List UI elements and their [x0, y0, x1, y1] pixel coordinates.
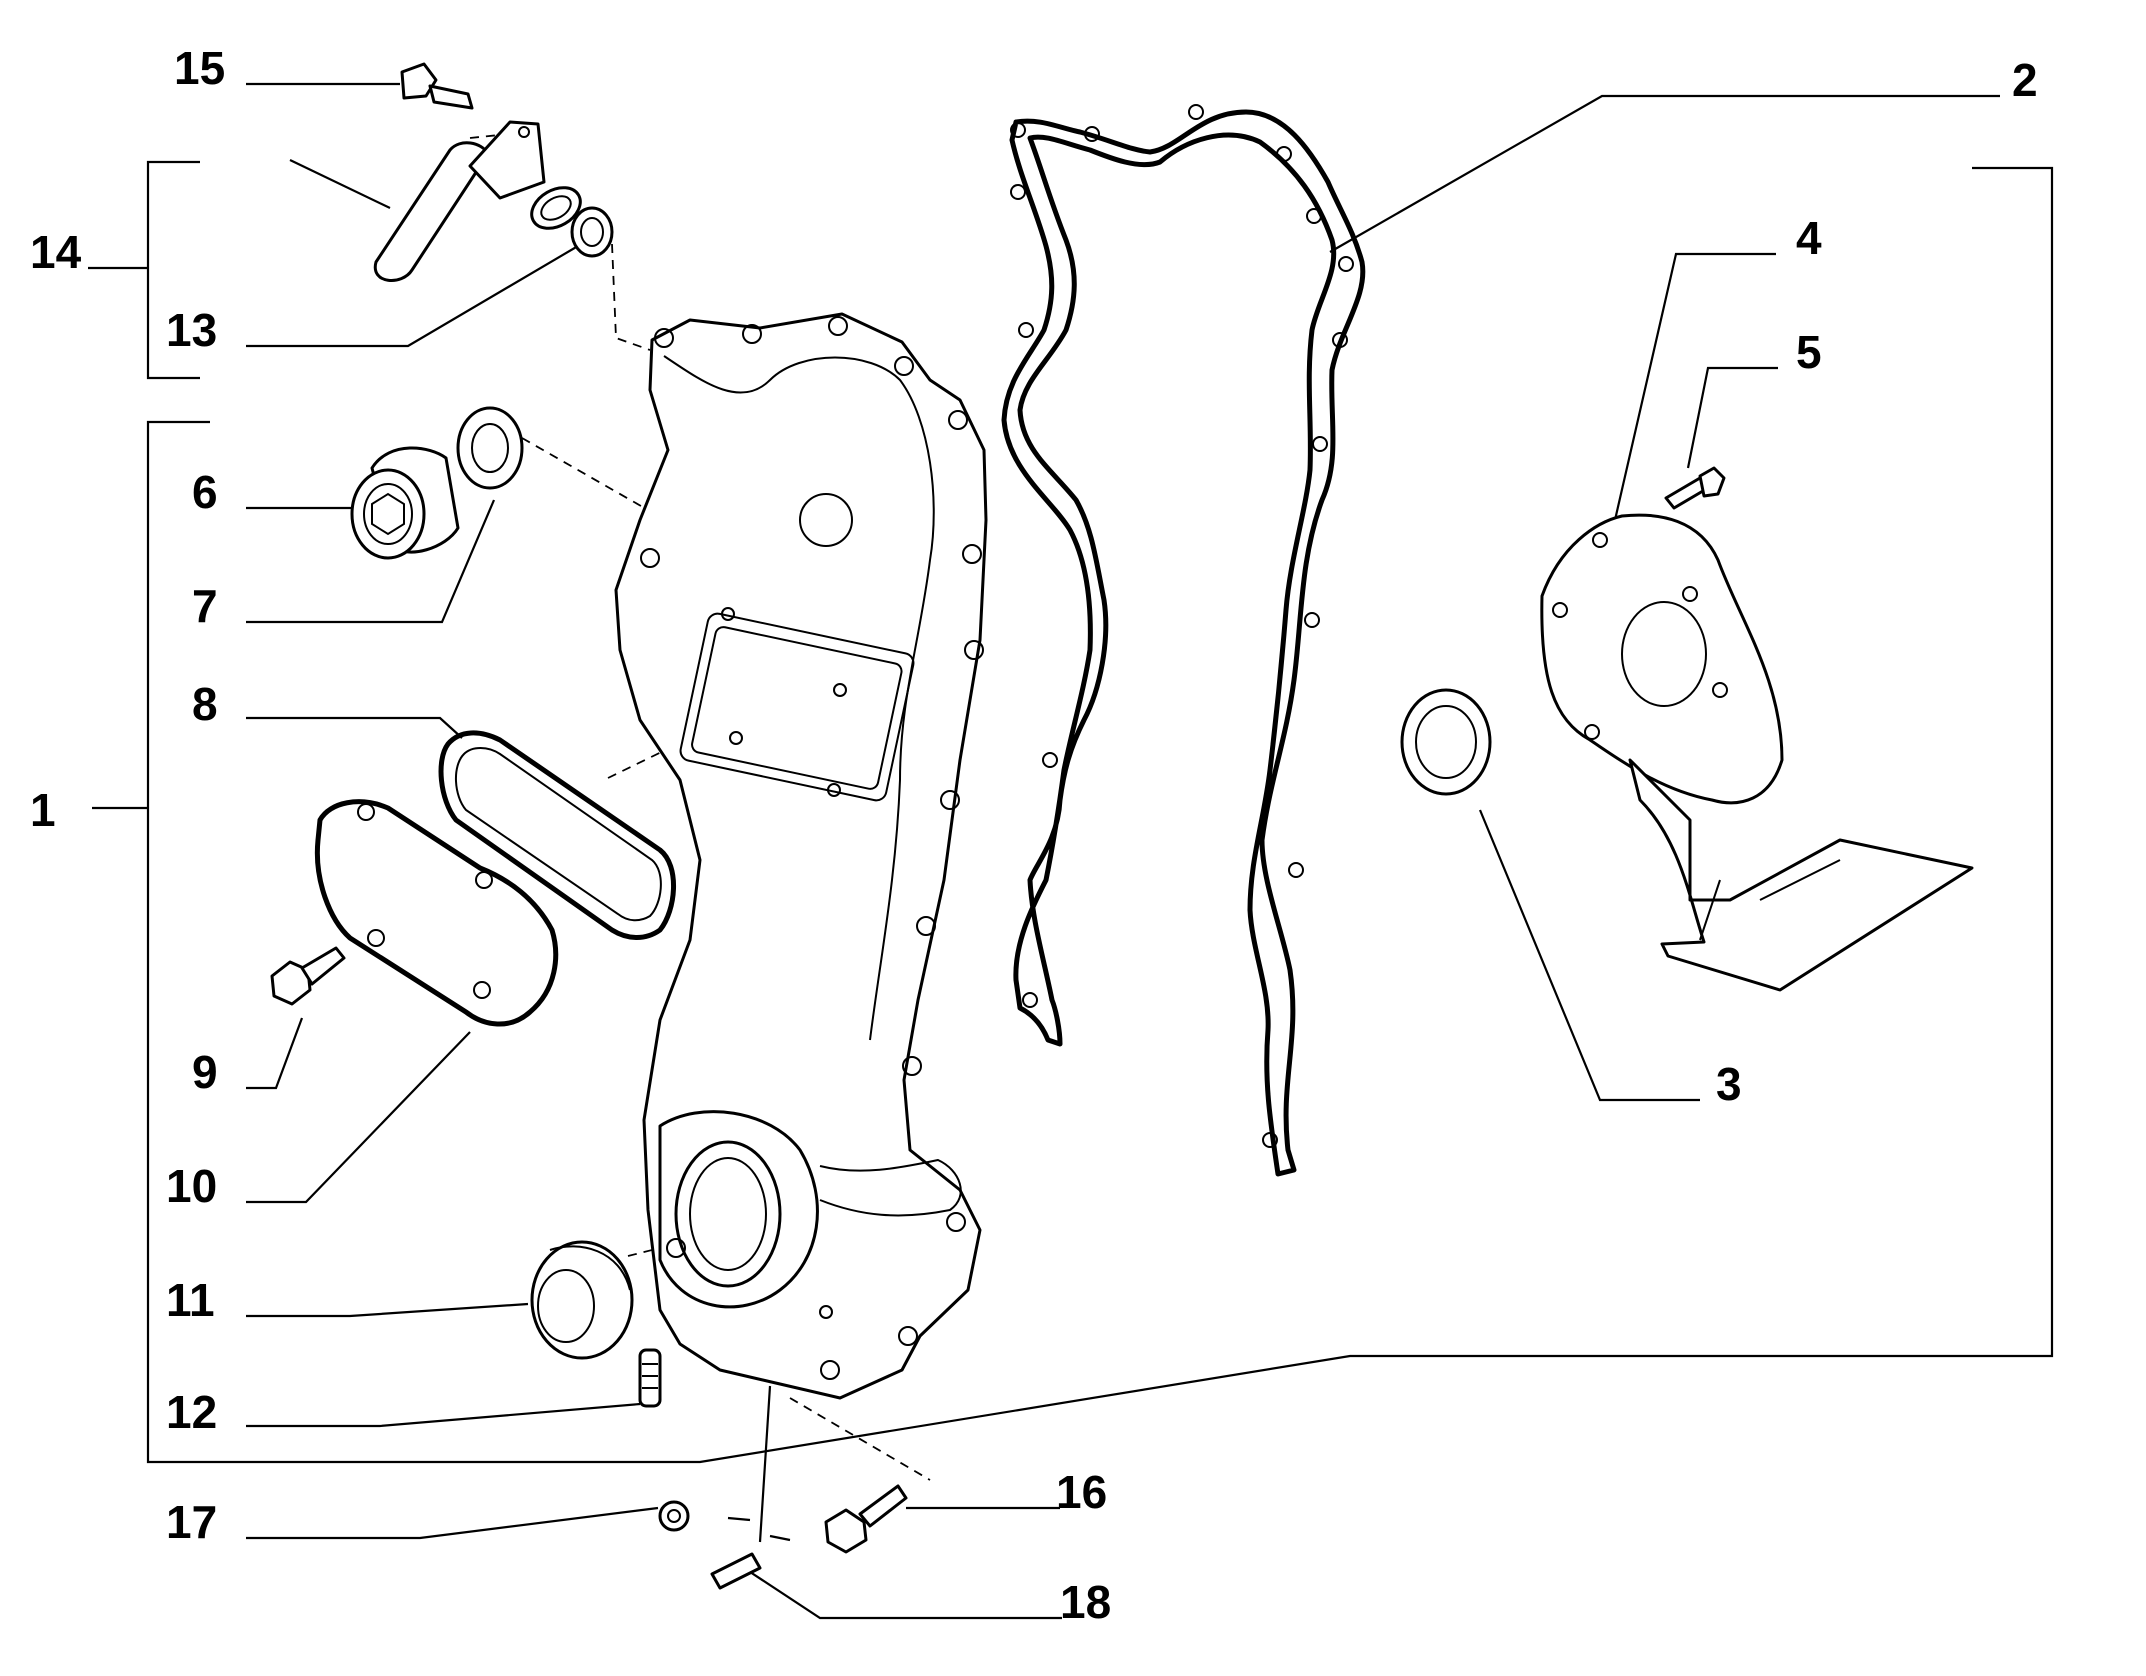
callout-6: 6: [192, 466, 218, 518]
callout-9: 9: [192, 1046, 218, 1098]
callout-13: 13: [166, 304, 217, 356]
callout-4: 4: [1796, 212, 1822, 264]
part-3-oil-seal: [1400, 688, 1492, 796]
callout-2: 2: [2012, 54, 2038, 106]
leader-lines: [246, 82, 2000, 1620]
part-13-o-ring: [570, 206, 614, 258]
callout-labels: 1 2 3 4 5 6 7 8 9 10 11 12 13 14 15 16 1…: [30, 42, 2038, 1628]
housing-bore: [799, 493, 853, 547]
part-8-gasket: [438, 730, 676, 940]
callout-7: 7: [192, 580, 218, 632]
group-bracket-1: [146, 166, 2054, 1464]
housing-bolt-holes: [640, 316, 984, 1380]
callout-5: 5: [1796, 326, 1822, 378]
part-5-bolt: [1664, 466, 1726, 510]
part-12-dowel: [638, 1348, 662, 1408]
part-14-water-elbow: [373, 120, 582, 282]
part-6-plug: [350, 446, 460, 560]
part-4-oil-pump-pickup: [1540, 513, 1974, 992]
part-7-seal-ring: [456, 406, 524, 490]
callout-8: 8: [192, 678, 218, 730]
crankshaft-seal-bore: [674, 1140, 782, 1288]
callout-12: 12: [166, 1386, 217, 1438]
callout-17: 17: [166, 1496, 217, 1548]
callout-14: 14: [30, 226, 82, 278]
part-11-crank-seal: [530, 1240, 634, 1360]
part-18-stud: [710, 1552, 762, 1590]
gasket-bolt-holes: [1010, 104, 1354, 1148]
timing-cover-housing: [614, 312, 988, 1400]
group-bracket-14: [146, 160, 200, 380]
callout-3: 3: [1716, 1058, 1742, 1110]
part-15-bolt: [400, 62, 474, 110]
part-9-bolt: [270, 946, 346, 1006]
callout-18: 18: [1060, 1576, 1111, 1628]
part-10-cover-plate: [314, 799, 559, 1027]
timing-cover-gasket: [1001, 104, 1366, 1177]
callout-16: 16: [1056, 1466, 1107, 1518]
part-16-bolt: [824, 1484, 908, 1554]
housing-window: [679, 612, 915, 802]
callout-11: 11: [166, 1274, 215, 1326]
part-17-nut: [658, 1500, 690, 1532]
callout-15: 15: [174, 42, 225, 94]
callout-10: 10: [166, 1160, 217, 1212]
callout-1: 1: [30, 784, 56, 836]
